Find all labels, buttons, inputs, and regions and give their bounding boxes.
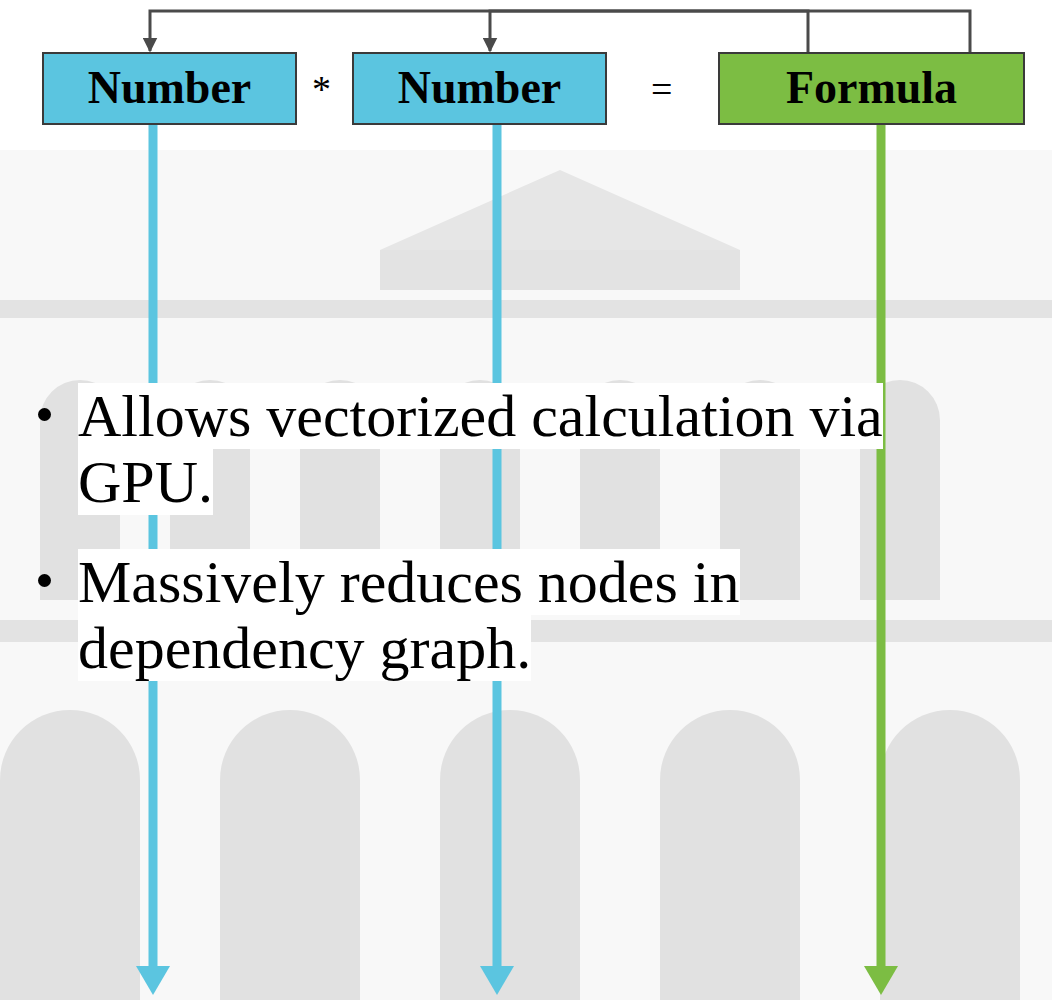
formula-box: Formula [718, 52, 1025, 125]
bullet-text: Allows vectorized calculation via GPU. [78, 383, 883, 515]
connector-arrow [490, 11, 808, 52]
operator-symbol: = [651, 68, 672, 110]
number-box: Number [352, 52, 607, 125]
box-label: Number [398, 63, 562, 114]
bullet-dot [38, 408, 51, 421]
bullet-dot [38, 574, 51, 587]
box-label: Number [88, 63, 252, 114]
bullet-text: Allows vectorized calculation via GPU. [78, 383, 1008, 515]
connector-arrow [150, 11, 970, 52]
number-flow-line [149, 125, 158, 968]
formula-flow-line [877, 125, 886, 968]
bullet-text: Massively reduces nodes in dependency gr… [78, 549, 1038, 681]
number-flow-head [136, 966, 170, 995]
building-photo [0, 150, 1052, 1000]
operator-symbol: * [312, 68, 331, 110]
bullet-text: Massively reduces nodes in dependency gr… [78, 549, 740, 681]
number-flow-head [480, 966, 514, 995]
number-flow-line [493, 125, 502, 968]
number-box: Number [42, 52, 297, 125]
formula-flow-head [864, 966, 898, 995]
operator-symbol: = [651, 70, 672, 108]
operator-symbol: * [312, 70, 331, 108]
box-label: Formula [786, 63, 957, 114]
